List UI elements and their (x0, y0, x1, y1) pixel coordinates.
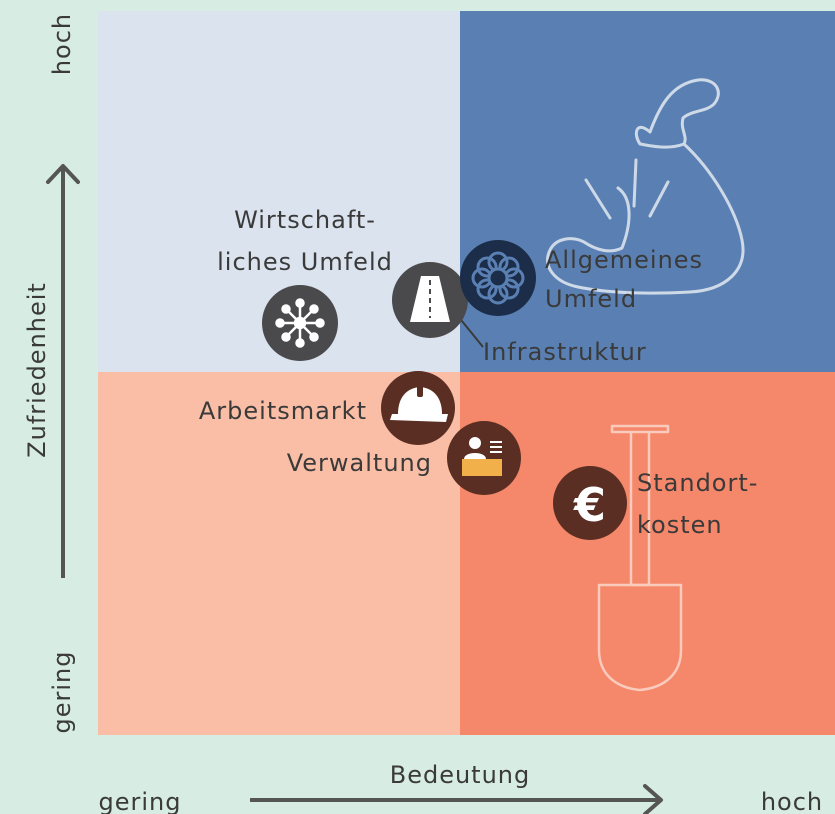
flexed-arm-icon (546, 78, 745, 295)
item-label-line: Umfeld (545, 285, 637, 313)
item-standortkosten: € Standort- kosten (553, 466, 758, 540)
x-axis-low-label: gering (99, 788, 182, 814)
y-axis-high-label: hoch (48, 13, 76, 75)
flower-icon (471, 251, 525, 305)
item-label-line: Verwaltung (287, 449, 432, 477)
network-nodes-icon (275, 298, 325, 348)
item-label-line: Allgemeines (545, 246, 703, 274)
item-label-line: Standort- (637, 469, 758, 497)
item-marker (553, 466, 627, 540)
x-axis-title: Bedeutung (390, 761, 531, 789)
x-axis-arrowhead (643, 784, 663, 814)
x-axis-high-label: hoch (761, 788, 823, 814)
road-icon (410, 276, 450, 322)
item-infrastruktur: Infrastruktur (392, 262, 647, 366)
item-allgemeines-umfeld: Allgemeines Umfeld (460, 240, 703, 316)
quadrant-top-right (460, 11, 835, 372)
item-label-line: liches Umfeld (217, 248, 393, 276)
shovel-icon (597, 424, 683, 692)
item-label-line: kosten (637, 511, 723, 539)
item-label-line: Wirtschaft- (234, 206, 376, 234)
y-axis-title: Zufriedenheit (23, 282, 51, 458)
item-verwaltung: Verwaltung (287, 421, 521, 495)
euro-icon: € (573, 478, 606, 532)
office-desk-icon (462, 437, 502, 476)
y-axis-low-label: gering (48, 651, 76, 734)
item-wirtschaftliches-umfeld: Wirtschaft- liches Umfeld (217, 206, 393, 361)
item-arbeitsmarkt: Arbeitsmarkt (199, 371, 455, 445)
hard-hat-icon (390, 383, 448, 422)
item-label-line: Arbeitsmarkt (199, 397, 367, 425)
y-axis-arrowhead (46, 164, 80, 184)
item-label-line: Infrastruktur (483, 338, 647, 366)
